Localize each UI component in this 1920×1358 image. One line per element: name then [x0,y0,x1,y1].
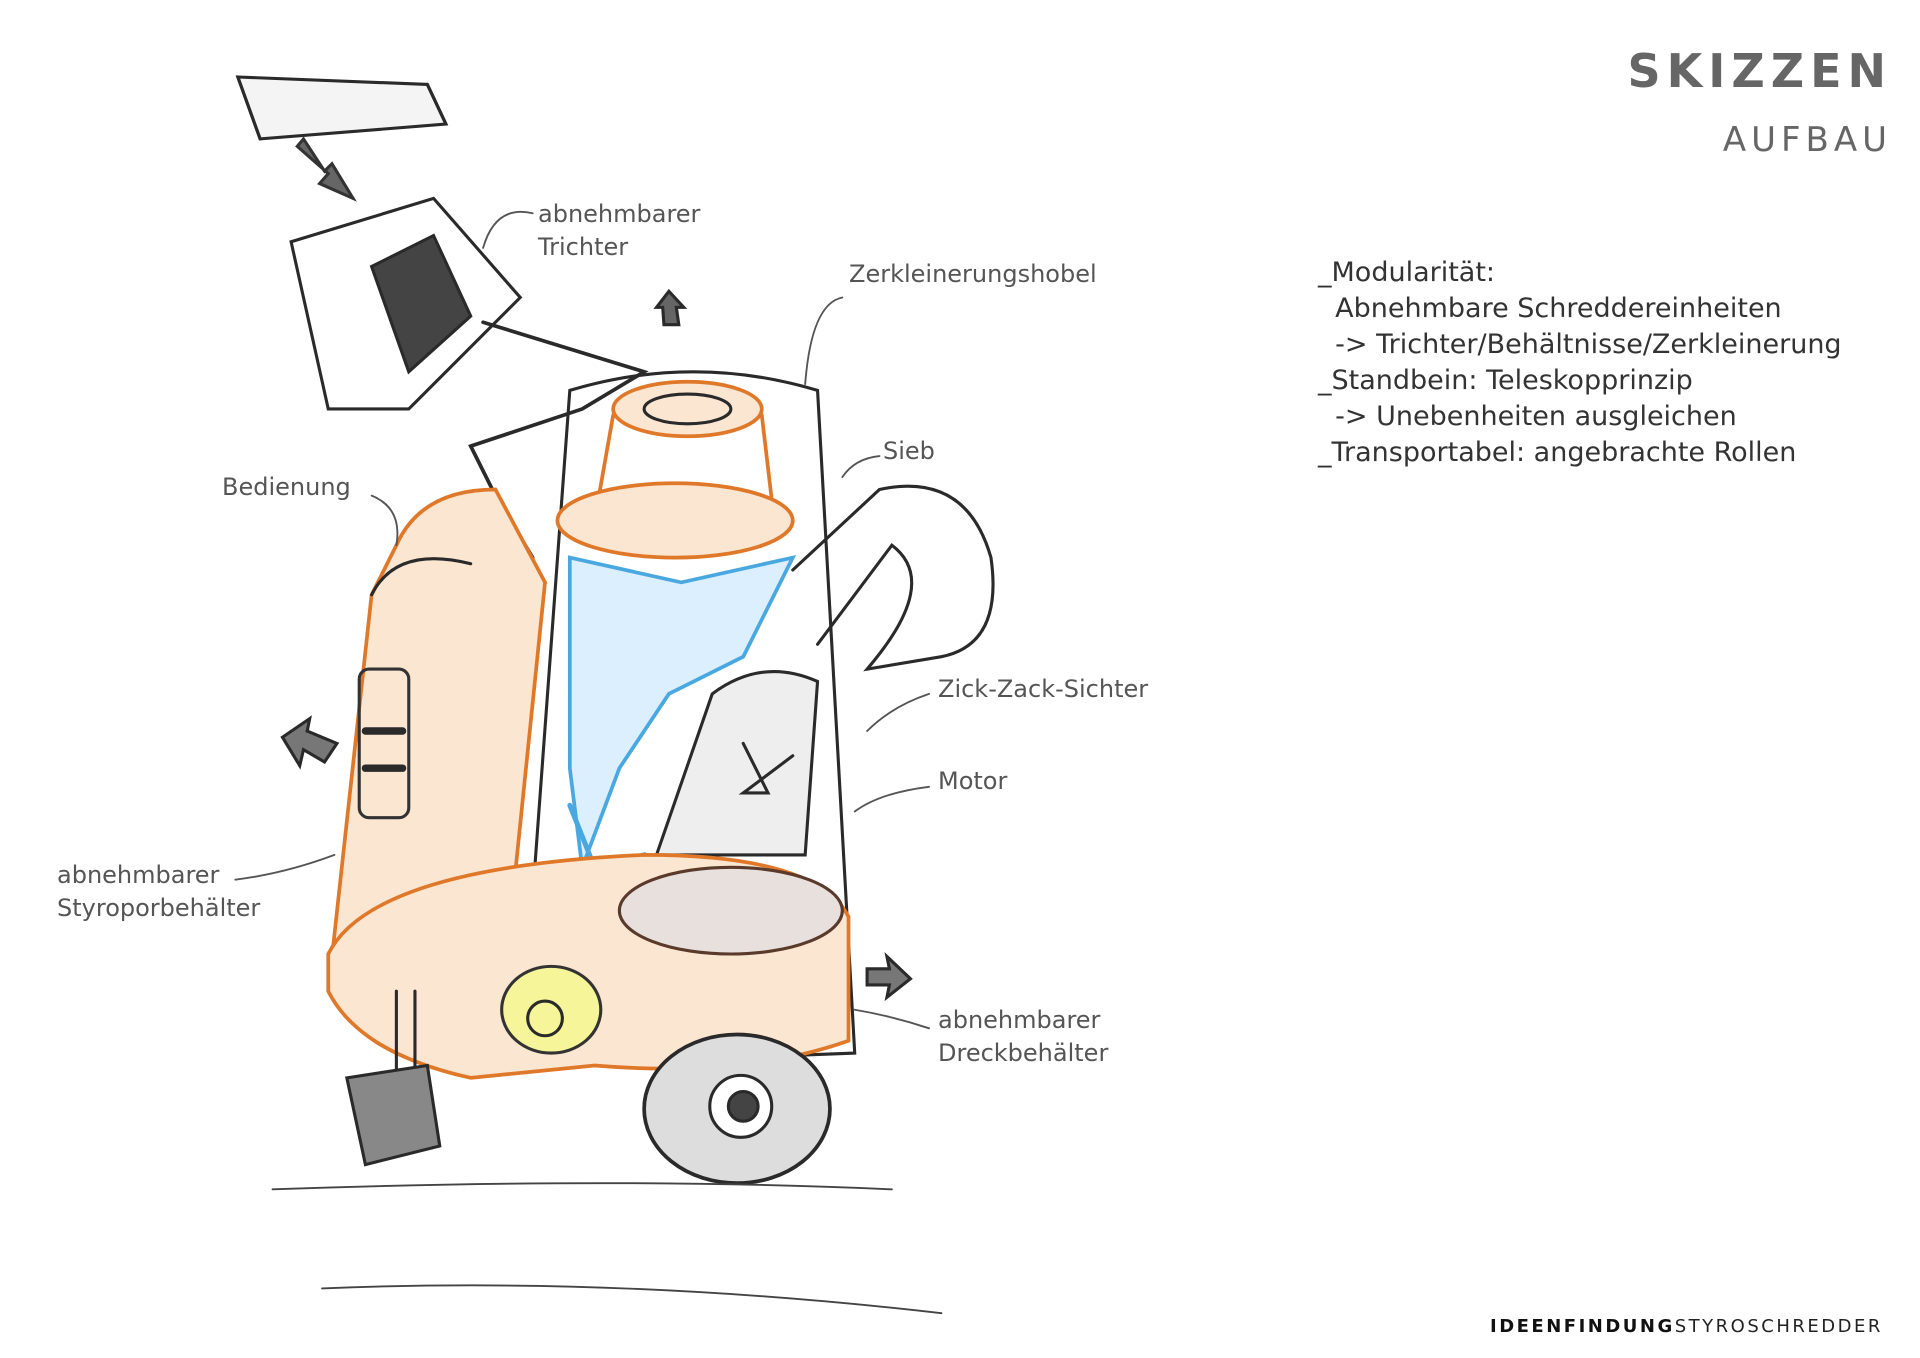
footer-regular: STYROSCHREDDER [1674,1316,1883,1337]
page-title: SKIZZEN [1627,44,1892,98]
footer-bold: IDEENFINDUNG [1490,1316,1675,1337]
footer: IDEENFINDUNGSTYROSCHREDDER [1490,1316,1883,1337]
label-dreck: abnehmbarer Dreckbehälter [938,1006,1109,1067]
handle [791,484,995,672]
arrow-left-icon [280,715,340,770]
base [326,853,851,1080]
note-line: -> Unebenheiten ausgleichen [1318,401,1737,432]
label-sieb: Sieb [883,437,935,465]
arrow-icon [295,136,357,202]
note-line: _Transportabel: angebrachte Rollen [1318,437,1797,468]
sieve-tower [518,370,857,1068]
styrofoam-block [235,75,449,141]
label-sichter: Zick-Zack-Sichter [938,675,1149,703]
funnel [289,196,649,560]
ground-lines [271,1182,943,1315]
motor-cone [654,670,820,857]
wheel [642,1032,832,1186]
label-styropor: abnehmbarer Styroporbehälter [57,861,261,922]
arrow-up-icon [653,288,688,327]
telescope-leg [344,989,442,1167]
note-line: -> Trichter/Behältnisse/Zerkleinerung [1318,329,1842,360]
arrow-right-icon [865,951,913,1002]
label-motor: Motor [938,767,1008,795]
note-line: _Standbein: Teleskopprinzip [1318,365,1693,396]
label-bedienung: Bedienung [222,473,351,501]
page-subtitle: AUFBAU [1722,120,1892,160]
label-trichter: abnehmbarer Trichter [538,200,701,261]
note-line: Abnehmbare Schreddereinheiten [1318,293,1782,324]
leader-lines [234,211,930,1030]
notes-block: _Modularität: Abnehmbare Schreddereinhei… [1318,255,1842,471]
label-hobel: Zerkleinerungshobel [849,260,1097,288]
note-line: _Modularität: [1318,257,1496,288]
